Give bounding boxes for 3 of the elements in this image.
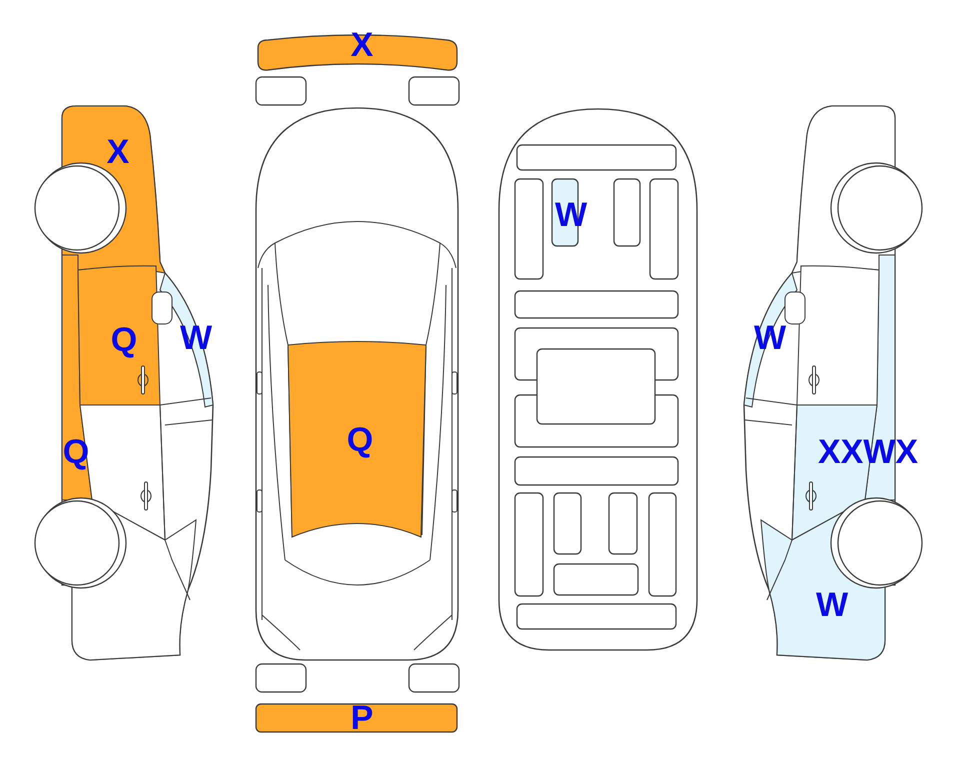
damage-code: Q — [110, 323, 138, 357]
damage-code: X — [106, 135, 130, 169]
damage-code: W — [816, 588, 848, 622]
